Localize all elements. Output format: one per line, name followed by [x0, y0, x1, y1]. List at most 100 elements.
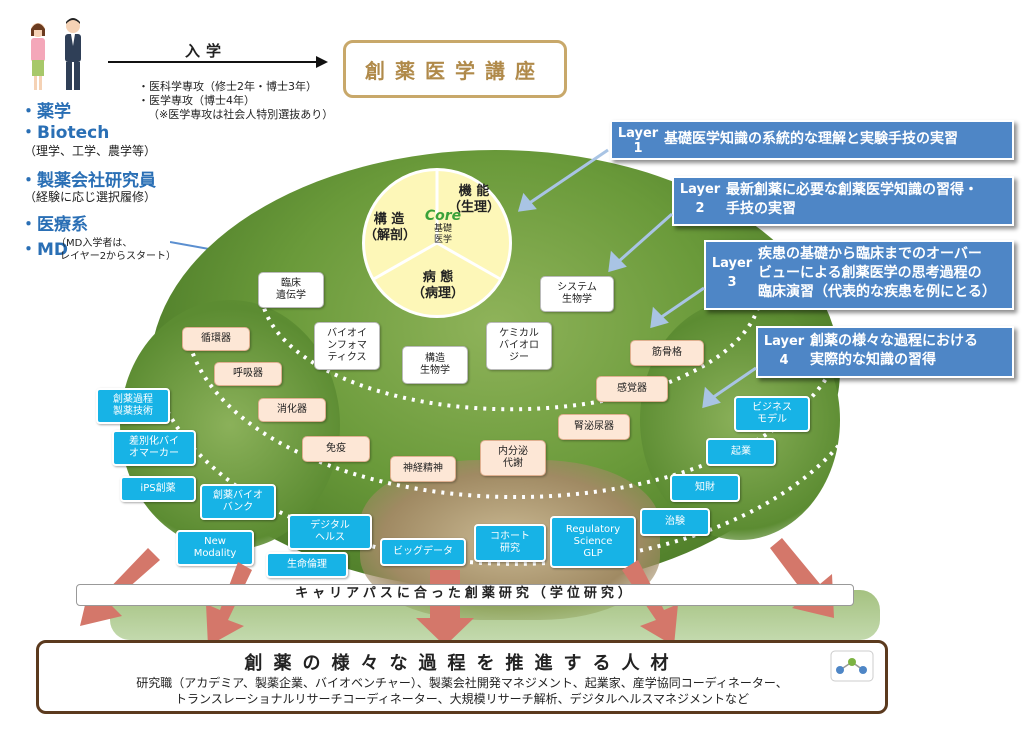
box-bioethics: 生命倫理 [266, 552, 348, 578]
box-immunity: 免疫 [302, 436, 370, 462]
course-title: 創薬医学講座 [365, 58, 545, 83]
box-label: バイオロ [499, 340, 539, 351]
box-label: 製薬技術 [113, 406, 153, 417]
box-bioinformatics: バイオイ ンフォマ ティクス [314, 322, 380, 370]
box-kidney-urology: 腎泌尿器 [558, 414, 630, 440]
layer-tag-number: 3 [727, 275, 737, 290]
layer-tag-number: 4 [779, 353, 789, 368]
box-label: ケミカル [499, 328, 539, 339]
box-cohort-study: コホート 研究 [474, 524, 546, 562]
box-label: 内分泌 [498, 446, 528, 457]
molecule-icon [830, 650, 874, 682]
layer-2-text: 最新創薬に必要な創薬医学知識の習得・ 手技の実習 [726, 178, 1012, 224]
layer-4-box: Layer 4 創薬の様々な過程における 実際的な知識の習得 [756, 326, 1014, 378]
box-label: ティクス [327, 352, 367, 363]
box-big-data: ビッグデータ [380, 538, 466, 566]
female-student-figure [26, 20, 50, 96]
layer-tag-label: Layer [617, 126, 659, 141]
course-title-box: 創薬医学講座 [343, 40, 567, 98]
box-label: GLP [583, 548, 603, 559]
layer-tag-label: Layer [763, 334, 805, 349]
box-label: Science [573, 536, 613, 547]
box-label: Modality [193, 548, 237, 559]
box-label: ンフォマ [327, 340, 367, 351]
box-label: モデル [757, 414, 787, 425]
source-pharma-researcher: ・製薬会社研究員 [20, 171, 156, 191]
box-label: バンク [222, 502, 254, 513]
box-structural-biology: 構造 生物学 [402, 346, 468, 384]
box-label: New [204, 536, 226, 547]
talent-result-line-1: 研究職（アカデミア、製薬企業、バイオベンチャー）、製薬会社開発マネジメント、起業… [136, 676, 788, 690]
box-label: ビジネス [752, 402, 792, 413]
box-label: デジタル [310, 520, 350, 531]
box-label: 構造 [425, 353, 445, 364]
talent-result-title: 創薬の様々な過程を推進する人材 [244, 653, 680, 674]
male-student-figure [60, 16, 86, 98]
layer-2-text-line: 手技の実習 [726, 201, 796, 217]
source-biotech: ・Biotech [20, 123, 110, 143]
core-pathology-title: 病 態 [422, 270, 454, 285]
layer-tag-label: Layer [679, 182, 721, 197]
box-endocrine-metabolism: 内分泌 代謝 [480, 440, 546, 476]
layer-3-text: 疾患の基礎から臨床までのオーバー ビューによる創薬医学の思考過程の 臨床演習（代… [758, 242, 1012, 308]
source-pharma-researcher-sub: （経験に応じ選択履修） [24, 190, 157, 204]
core-center: Core 基礎 医学 [418, 208, 468, 246]
box-digestive: 消化器 [258, 398, 326, 422]
box-business-model: ビジネス モデル [734, 396, 810, 432]
layer-tag-number: 2 [695, 201, 705, 216]
layer-4-text-line: 実際的な知識の習得 [810, 352, 936, 368]
box-label: システム [557, 282, 597, 293]
layer-4-text-line: 創薬の様々な過程における [810, 333, 978, 349]
layer-3-text-line: 臨床演習（代表的な疾患を例にとる） [758, 284, 996, 300]
core-center-title: Core [424, 208, 462, 224]
entry-label: 入学 [185, 42, 228, 60]
box-respiratory: 呼吸器 [214, 362, 282, 386]
box-digital-health: デジタル ヘルス [288, 514, 372, 550]
box-drug-discovery-biobank: 創薬バイオ バンク [200, 484, 276, 520]
box-label: 遺伝学 [276, 290, 306, 301]
layer-4-tag: Layer 4 [758, 328, 810, 376]
box-intellectual-property: 知財 [670, 474, 740, 502]
layer-3-text-line: ビューによる創薬医学の思考過程の [758, 265, 982, 281]
core-center-sub-2: 医学 [433, 235, 452, 245]
box-new-modality: New Modality [176, 530, 254, 566]
core-pathology-label: 病 態 （病理） [410, 270, 466, 302]
layer-tag-label: Layer [711, 256, 753, 271]
box-label: 代謝 [503, 458, 523, 469]
box-label: 生物学 [420, 365, 450, 376]
source-md: ・MD [20, 240, 69, 260]
box-chemical-biology: ケミカル バイオロ ジー [486, 322, 552, 370]
layer-2-text-line: 最新創薬に必要な創薬医学知識の習得・ [726, 182, 978, 198]
source-pharmacy: ・薬学 [20, 102, 71, 122]
box-regulatory-science: Regulatory Science GLP [550, 516, 636, 568]
box-label: バイオイ [327, 328, 367, 339]
box-label: オマーカー [129, 448, 179, 459]
box-label: ジー [509, 352, 529, 363]
box-label: 創薬バイオ [213, 490, 263, 501]
box-label: 臨床 [281, 278, 301, 289]
core-center-sub-1: 基礎 [433, 224, 452, 234]
talent-result-box: 創薬の様々な過程を推進する人材 研究職（アカデミア、製薬企業、バイオベンチャー）… [36, 640, 888, 714]
core-function-sub: （生理） [447, 200, 500, 215]
core-structure-label: 構 造 （解剖） [364, 212, 416, 244]
layer-3-text-line: 疾患の基礎から臨床までのオーバー [758, 246, 982, 262]
box-musculoskeletal: 筋骨格 [630, 340, 704, 366]
entry-note-2: ・医学専攻（博士4年） [138, 94, 255, 107]
core-structure-title: 構 造 [373, 212, 405, 227]
core-function-label: 機 能 （生理） [446, 184, 502, 216]
core-function-title: 機 能 [458, 184, 490, 199]
layer-3-box: Layer 3 疾患の基礎から臨床までのオーバー ビューによる創薬医学の思考過程… [704, 240, 1014, 310]
talent-result-line-2: トランスレーショナルリサーチコーディネーター、大規模リサーチ解析、デジタルヘルス… [175, 692, 749, 706]
entry-note-3: （※医学専攻は社会人特別選抜あり） [148, 108, 334, 121]
layer-3-tag: Layer 3 [706, 242, 758, 308]
layer-2-tag: Layer 2 [674, 178, 726, 224]
source-biotech-sub: （理学、工学、農学等） [24, 144, 157, 158]
box-ips-drug-discovery: iPS創薬 [120, 476, 196, 502]
box-label: コホート [490, 531, 530, 542]
layer-1-box: Layer 1 基礎医学知識の系統的な理解と実験手技の実習 [610, 120, 1014, 160]
career-research-bar: キャリアパスに合った創薬研究（学位研究） [76, 584, 854, 606]
layer-1-text: 基礎医学知識の系統的な理解と実験手技の実習 [664, 131, 958, 147]
